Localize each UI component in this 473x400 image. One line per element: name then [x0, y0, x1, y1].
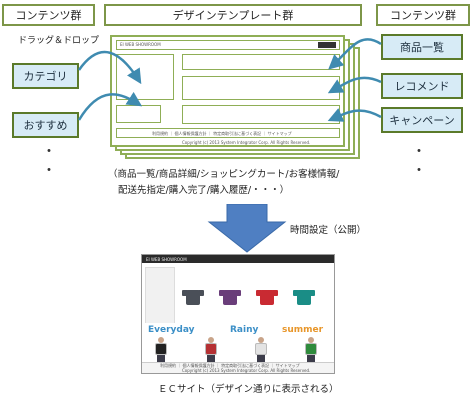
template-caption-line1: （商品一覧/商品詳細/ショッピングカート/お客様情報/ [108, 169, 340, 180]
template-footer [116, 128, 340, 138]
template-slot-main-2 [182, 76, 340, 100]
product-shirt[interactable] [182, 287, 204, 305]
ellipsis-right-1: ・ [412, 144, 426, 160]
site-banner-summer: summer [282, 325, 324, 335]
site-copyright: Copyright (c) 2013 System Integrator Cor… [182, 368, 311, 373]
site-sidebar [145, 267, 175, 331]
template-copyright: Copyright (c) 2013 System Integrator Cor… [182, 140, 311, 145]
template-caption-line2: 配送先指定/購入完了/購入履歴/・・・） [118, 185, 290, 196]
site-footer-links: 利用規約 ｜ 個人情報保護方針 ｜ 特定商取引法に基づく表記 ｜ サイトマップ [160, 363, 300, 368]
ec-site-preview: EI WEB SHOWROOM Everyday Rainy summer 利用… [141, 254, 335, 374]
content-box-category[interactable]: カテゴリ [12, 63, 79, 89]
product-model[interactable] [304, 337, 318, 363]
ellipsis-left-1: ・ [42, 144, 56, 160]
content-box-recommended[interactable]: おすすめ [12, 112, 79, 138]
site-banner-rainy: Rainy [230, 325, 259, 335]
template-search-box [318, 42, 336, 48]
ellipsis-right-2: ・ [412, 163, 426, 179]
header-design-templates: デザインテンプレート群 [104, 4, 362, 26]
content-box-recommend[interactable]: レコメンド [381, 73, 463, 99]
product-shirt[interactable] [219, 287, 241, 305]
ellipsis-left-2: ・ [42, 163, 56, 179]
template-slot-left-top [116, 54, 174, 100]
template-slot-main-3 [182, 105, 340, 124]
site-banner-everyday: Everyday [148, 325, 195, 335]
product-shirt[interactable] [256, 287, 278, 305]
product-model[interactable] [154, 337, 168, 363]
template-slot-main-1 [182, 54, 340, 70]
header-left-contents: コンテンツ群 [2, 4, 95, 26]
product-shirt[interactable] [293, 287, 315, 305]
header-right-contents: コンテンツ群 [376, 4, 470, 26]
drag-drop-label: ドラッグ＆ドロップ [18, 36, 100, 46]
template-page-front[interactable]: EI WEB SHOWROOM 利用規約 ｜ 個人情報保護方針 ｜ 特定商取引法… [110, 35, 345, 147]
site-caption: ＥＣサイト（デザイン通りに表示される） [158, 384, 339, 395]
content-box-product-list[interactable]: 商品一覧 [381, 34, 463, 60]
template-logo: EI WEB SHOWROOM [120, 42, 161, 47]
product-model[interactable] [254, 337, 268, 363]
time-setting-label: 時間設定（公開） [290, 225, 367, 236]
content-box-campaign[interactable]: キャンペーン [381, 107, 463, 133]
template-slot-left-bottom [116, 105, 161, 123]
template-footer-links: 利用規約 ｜ 個人情報保護方針 ｜ 特定商取引法に基づく表記 ｜ サイトマップ [152, 131, 292, 136]
site-logo: EI WEB SHOWROOM [146, 257, 187, 262]
publish-down-arrow [207, 204, 287, 253]
product-model[interactable] [204, 337, 218, 363]
